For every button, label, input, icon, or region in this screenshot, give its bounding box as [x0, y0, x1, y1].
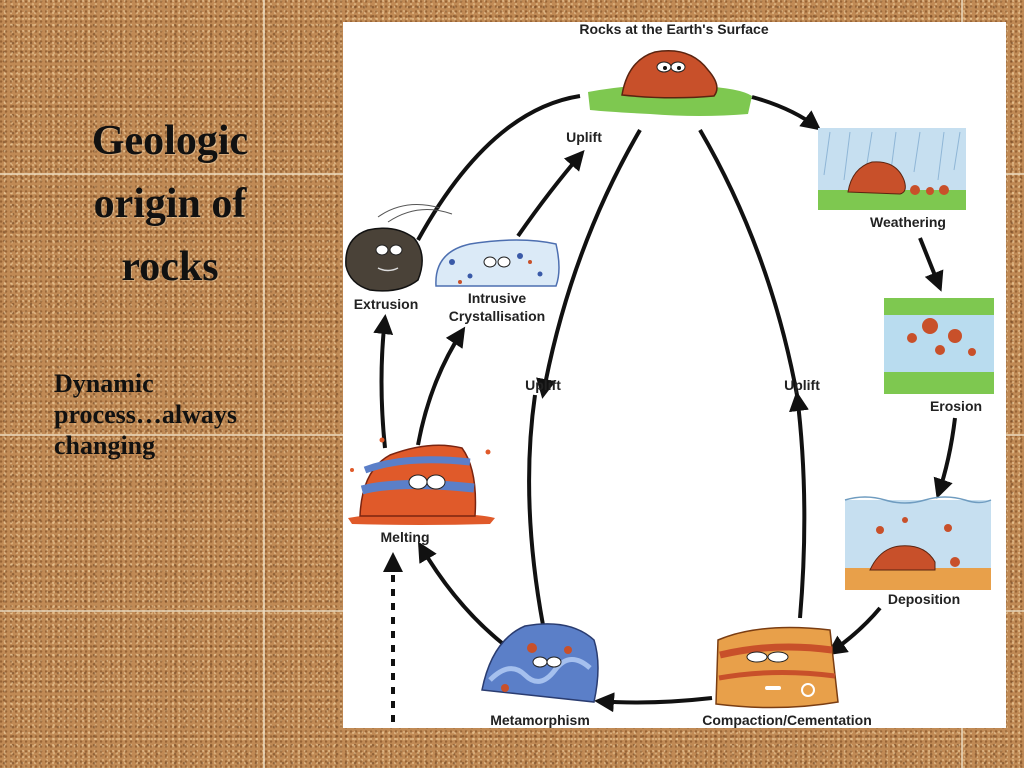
rock-cycle-svg: Rocks at the Earth's Surface: [345, 22, 994, 728]
arrow-compaction-to-metamorphism: [594, 692, 713, 713]
arrow-melting-to-intrusive: [416, 326, 466, 446]
metamorphism-illustration: [481, 623, 599, 703]
slide-subtitle: Dynamic process…always changing: [54, 368, 304, 462]
arc-extrusion-to-surface: [416, 94, 581, 241]
uplift-label-top: Uplift: [566, 129, 602, 145]
stage-label-erosion: Erosion: [930, 398, 982, 414]
stage-label-melting: Melting: [381, 529, 430, 545]
slide-title: Geologic origin of rocks: [55, 110, 285, 299]
subtitle-line: changing: [54, 431, 156, 461]
cycle-arrows: [373, 94, 957, 722]
stage-label-deposition: Deposition: [888, 591, 960, 607]
arrow-erosion-to-deposition: [933, 417, 957, 499]
subtitle-line: process…always: [54, 400, 237, 430]
arrow-uplift-right: [789, 391, 809, 619]
arrow-metamorphism-to-melting: [417, 541, 504, 645]
arrow-melting-to-extrusion: [373, 314, 394, 449]
tile-line: [263, 0, 265, 768]
deposition-illustration: [844, 496, 992, 590]
stage-label-extrusion: Extrusion: [354, 296, 419, 312]
arrow-intrusive-uplift: [516, 149, 585, 238]
weathering-illustration: [818, 128, 966, 210]
stage-label-metamorphism: Metamorphism: [490, 712, 590, 728]
erosion-illustration: [884, 298, 994, 394]
rock-cycle-diagram: Rocks at the Earth's Surface: [343, 22, 1006, 728]
stage-label-compaction: Compaction/Cementation: [702, 712, 872, 728]
compaction-illustration: [715, 626, 839, 709]
title-line: Geologic: [91, 118, 249, 164]
line-surface-right: [698, 128, 799, 396]
extrusion-illustration: [345, 204, 453, 292]
line-metamorphism-uplift: [527, 394, 545, 626]
arrow-deposition-to-compaction: [826, 606, 882, 656]
uplift-label-right: Uplift: [784, 377, 820, 393]
subtitle-line: Dynamic: [54, 369, 154, 398]
stage-label-crystallisation: Crystallisation: [449, 308, 545, 324]
diagram-header: Rocks at the Earth's Surface: [579, 22, 769, 37]
stage-label-intrusive: Intrusive: [468, 290, 527, 306]
intrusive-illustration: [435, 239, 560, 287]
surface-rock-illustration: [588, 50, 752, 116]
title-line: rocks: [121, 244, 219, 290]
arrow-surface-to-weathering: [751, 95, 822, 131]
arrow-uplift-left: [536, 128, 642, 399]
title-line: origin of: [93, 181, 247, 227]
melting-illustration: [348, 437, 495, 525]
stage-label-weathering: Weathering: [870, 214, 946, 230]
uplift-label-left: Uplift: [525, 377, 561, 393]
arrow-weathering-to-erosion: [918, 237, 944, 292]
